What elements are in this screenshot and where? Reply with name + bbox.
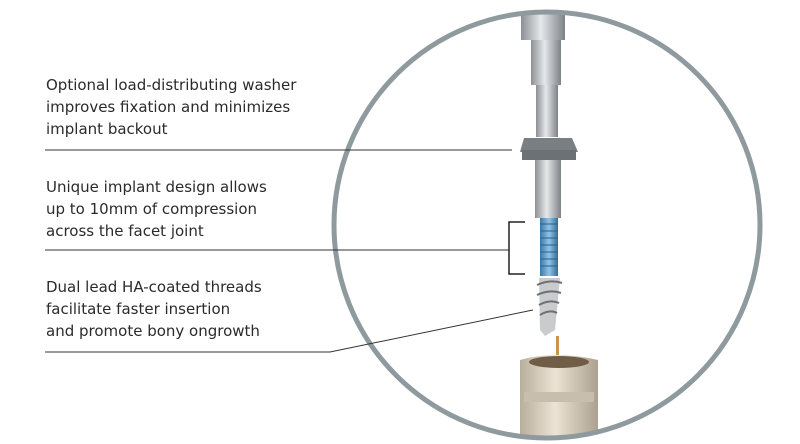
blue-threads	[540, 218, 558, 276]
callout-line: up to 10mm of compression	[46, 200, 258, 218]
callout-line: Optional load-distributing washer	[46, 76, 297, 94]
callout-line: Unique implant design allows	[46, 178, 267, 196]
magnifier-ring	[331, 9, 763, 441]
callout-line: across the facet joint	[46, 222, 204, 240]
callout-line: improves fixation and minimizes	[46, 98, 291, 116]
implant-shank	[535, 160, 561, 218]
callout-line: facilitate faster insertion	[46, 300, 231, 318]
driver-hex	[531, 40, 561, 85]
callout-washer: Optional load-distributing washer improv…	[46, 74, 296, 140]
washer	[520, 138, 578, 152]
guide-wire	[556, 336, 559, 366]
callout-line: and promote bony ongrowth	[46, 322, 260, 340]
leader-line-threads	[45, 309, 534, 353]
callout-threads: Dual lead HA-coated threads facilitate f…	[46, 276, 262, 342]
compression-bracket	[508, 221, 525, 275]
callout-line: implant backout	[46, 120, 168, 138]
callout-line: Dual lead HA-coated threads	[46, 278, 262, 296]
ha-threads	[539, 278, 560, 336]
driver-handle	[521, 12, 565, 40]
driver-shaft	[536, 85, 558, 137]
callout-compression: Unique implant design allows up to 10mm …	[46, 176, 267, 242]
